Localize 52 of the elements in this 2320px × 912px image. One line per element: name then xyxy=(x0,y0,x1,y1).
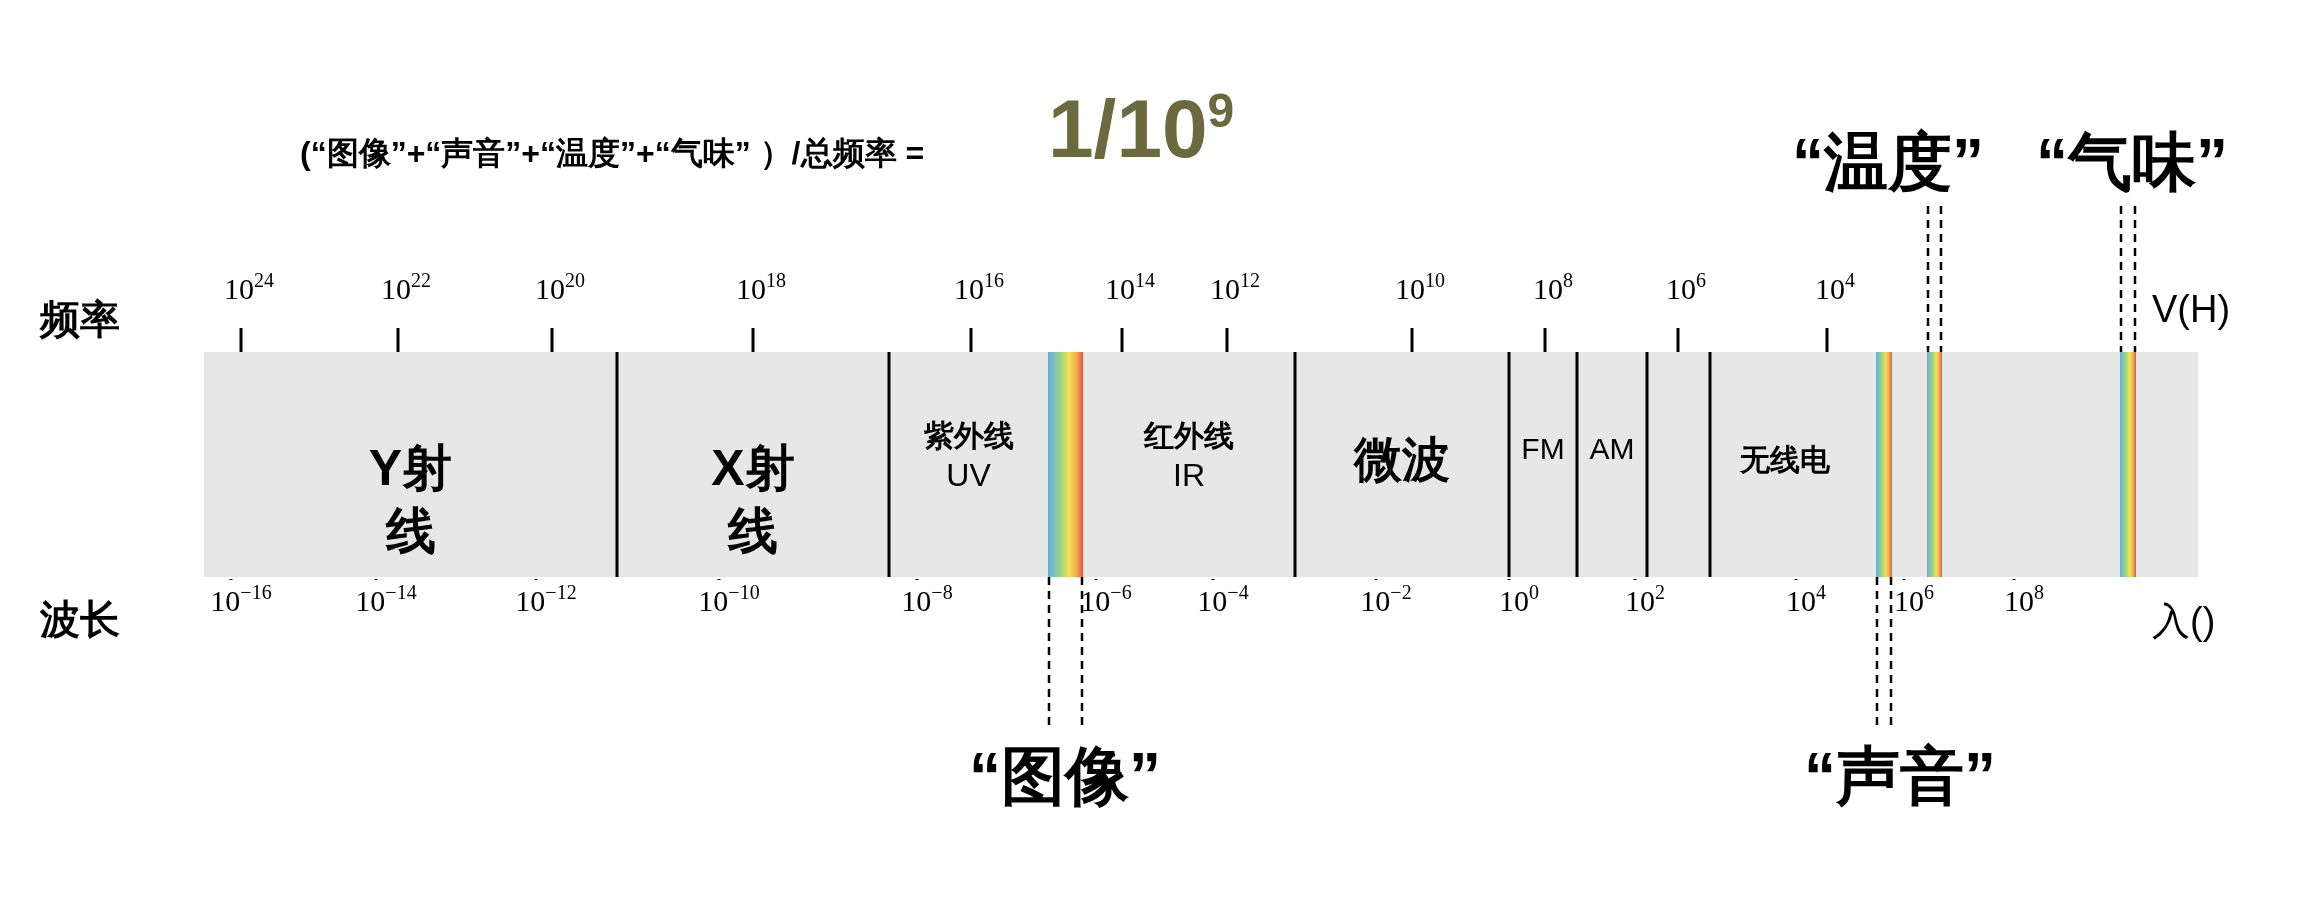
unit-label: 入() xyxy=(2152,599,2216,644)
tick-label: 10$^{−12}$ xyxy=(515,584,577,618)
callout-text: “气味” xyxy=(2000,108,2264,206)
leader-line xyxy=(1047,575,1084,728)
band-label: 红外线 xyxy=(1144,417,1234,454)
tick-label: 10$^{4}$ xyxy=(1786,584,1826,618)
callout-text: “图像” xyxy=(955,726,1175,826)
band-label: 无线电 xyxy=(1710,352,1860,577)
rainbow-strip xyxy=(1927,352,1942,577)
tick-label: 10$^{−10}$ xyxy=(698,584,760,618)
callout-text: “声音” xyxy=(1790,726,2010,826)
tick-label: 10$^{14}$ xyxy=(1105,272,1155,306)
rainbow-strip xyxy=(1048,352,1083,577)
tick-label: 10$^{−16}$ xyxy=(210,584,272,618)
rainbow-strip xyxy=(2120,352,2136,577)
tick-label: 10$^{2}$ xyxy=(1625,584,1665,618)
band-label: AM xyxy=(1577,352,1647,577)
formula-value: 1/10$^{9}$ xyxy=(1048,88,1235,170)
leader-line xyxy=(1926,204,1943,354)
tick-label: 10$^{18}$ xyxy=(736,272,786,306)
axis-title: 波长 xyxy=(40,596,120,643)
rainbow-strip xyxy=(1876,352,1892,577)
tick-label: 10$^{−2}$ xyxy=(1360,584,1412,618)
tick-label: 10$^{−14}$ xyxy=(355,584,417,618)
tick-label: 10$^{24}$ xyxy=(224,272,274,306)
callout-text: “温度” xyxy=(1795,108,1981,206)
band-label: 紫外线 xyxy=(923,417,1014,454)
band-abbreviation: IR xyxy=(1173,456,1205,494)
leader-line xyxy=(2119,204,2137,354)
tick-label: 10$^{22}$ xyxy=(381,272,431,306)
tick-label: 10$^{8}$ xyxy=(1533,272,1573,306)
tick-label: 10$^{6}$ xyxy=(1894,584,1934,618)
tick-label: 10$^{6}$ xyxy=(1666,272,1706,306)
tick-label: 10$^{8}$ xyxy=(2004,584,2044,618)
axis-title: 频率 xyxy=(40,296,120,343)
band-label: Y射线 xyxy=(204,352,617,577)
unit-label: V(H) xyxy=(2152,288,2231,331)
tick-label: 10$^{−8}$ xyxy=(901,584,953,618)
leader-line xyxy=(1875,575,1893,728)
formula-text: (“图像”+“声音”+“温度”+“气味” ）/总频率 = xyxy=(300,134,925,173)
band-label: FM xyxy=(1509,352,1577,577)
tick-label: 10$^{20}$ xyxy=(535,272,585,306)
band-label: X射线 xyxy=(617,352,889,577)
band-abbreviation: UV xyxy=(946,456,991,494)
tick-label: 10$^{12}$ xyxy=(1210,272,1260,306)
band-label: 微波 xyxy=(1295,352,1509,577)
tick-label: 10$^{−6}$ xyxy=(1080,584,1132,618)
tick-label: 10$^{0}$ xyxy=(1499,584,1539,618)
tick-label: 10$^{4}$ xyxy=(1815,272,1855,306)
tick-label: 10$^{10}$ xyxy=(1395,272,1445,306)
tick-label: 10$^{−4}$ xyxy=(1197,584,1249,618)
tick-label: 10$^{16}$ xyxy=(954,272,1004,306)
